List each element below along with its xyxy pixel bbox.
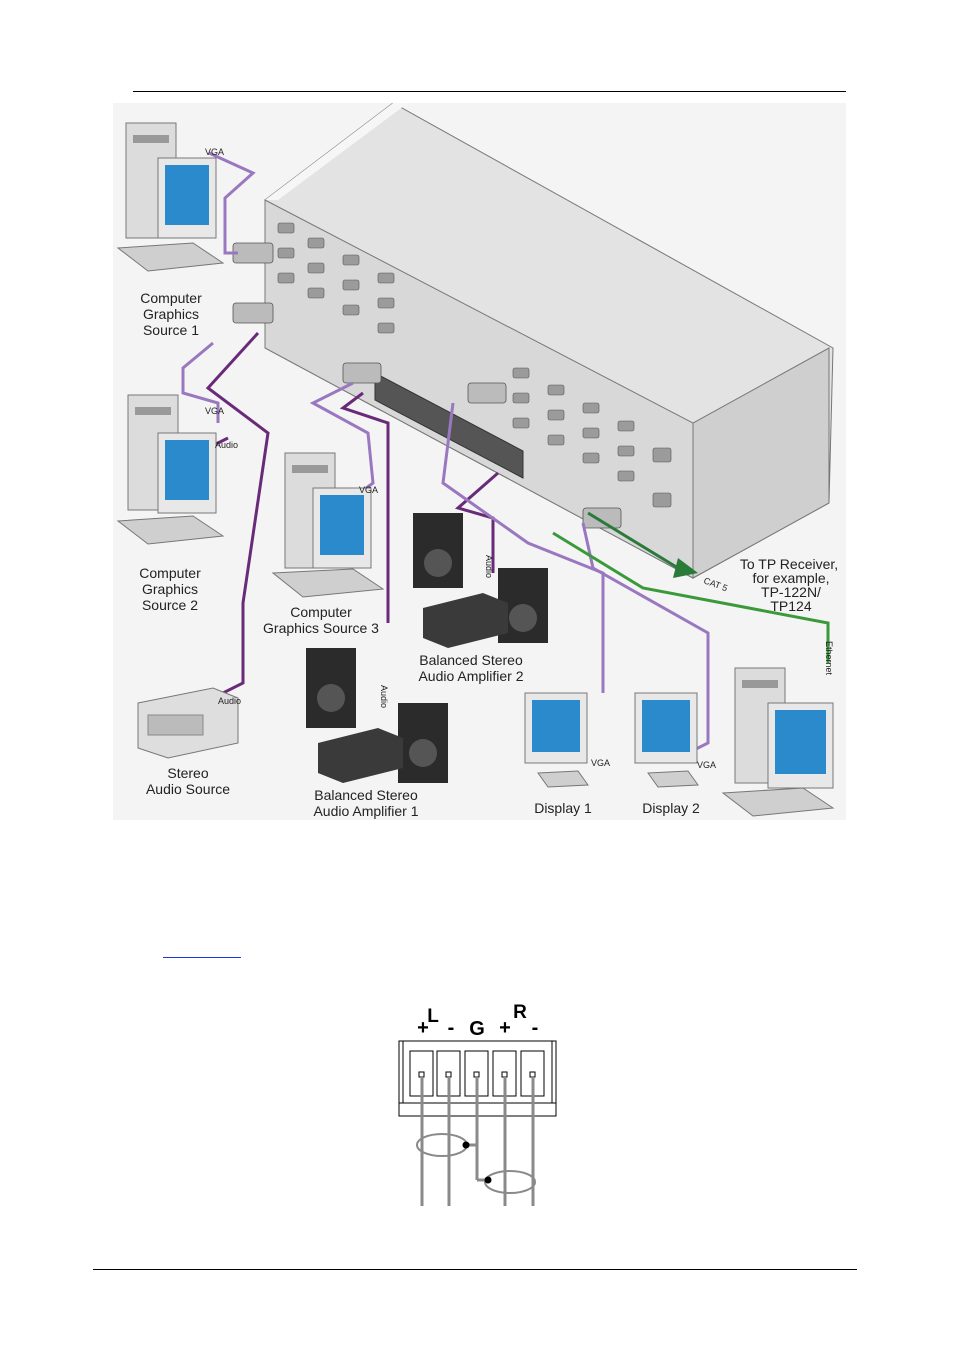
cgs3-line1: Computer <box>290 604 352 620</box>
amp1-line2: Audio Amplifier 1 <box>313 803 418 819</box>
computer-source-2 <box>116 394 225 545</box>
display-1 <box>524 692 589 788</box>
tp-line4: TP124 <box>770 598 811 614</box>
left-channel-label: L <box>427 1006 439 1027</box>
vga-label-1: VGA <box>205 147 224 157</box>
vga-label-2: VGA <box>205 406 224 416</box>
computer-source-1 <box>116 122 225 272</box>
cgs1-line2: Graphics <box>143 306 199 322</box>
connection-diagram: Computer Graphics Source 1 Computer Grap… <box>113 103 846 820</box>
amplifier-1 <box>306 648 448 783</box>
cgs2-line1: Computer <box>139 565 201 581</box>
left-minus-label: - <box>448 1017 455 1039</box>
cgs1-line3: Source 1 <box>143 322 199 338</box>
audio-label-1: Audio <box>215 440 238 450</box>
matrix-switcher <box>232 103 834 579</box>
vga-label-3: VGA <box>359 485 378 495</box>
amp2-line2: Audio Amplifier 2 <box>418 668 523 684</box>
cgs2-line2: Graphics <box>142 581 198 597</box>
hyperlink-underline[interactable] <box>163 957 241 958</box>
ground-label: G <box>469 1018 485 1040</box>
audio-label-4: Audio <box>484 555 494 578</box>
display-1-label: Display 1 <box>534 800 592 816</box>
tp-line2: for example, <box>752 570 829 586</box>
header-rule <box>133 91 846 92</box>
tp-line3: TP-122N/ <box>761 584 821 600</box>
cgs3-line2: Graphics Source 3 <box>263 620 379 636</box>
ethernet-label: Ethernet <box>824 641 834 676</box>
cgs1-line1: Computer <box>140 290 202 306</box>
footer-rule <box>93 1269 857 1270</box>
ethernet-pc <box>721 667 835 817</box>
vga-label-4: VGA <box>591 758 610 768</box>
stereo-line2: Audio Source <box>146 781 230 797</box>
stereo-audio-source <box>137 687 239 759</box>
amplifier-2 <box>413 513 548 648</box>
amp2-line1: Balanced Stereo <box>419 652 523 668</box>
amp1-line1: Balanced Stereo <box>314 787 418 803</box>
audio-label-2: Audio <box>218 696 241 706</box>
vga-label-5: VGA <box>697 760 716 770</box>
display-2 <box>634 692 699 788</box>
tp-line1: To TP Receiver, <box>740 556 838 572</box>
right-minus-label: - <box>532 1017 539 1039</box>
balanced-audio-terminal: L R + - G + - <box>398 1002 557 1206</box>
left-plus-label: + <box>417 1017 429 1039</box>
display-2-label: Display 2 <box>642 800 700 816</box>
right-plus-label: + <box>499 1017 511 1039</box>
stereo-line1: Stereo <box>167 765 208 781</box>
cgs2-line3: Source 2 <box>142 597 198 613</box>
right-channel-label: R <box>513 1002 527 1023</box>
audio-label-3: Audio <box>379 685 389 708</box>
computer-source-3 <box>271 452 385 598</box>
